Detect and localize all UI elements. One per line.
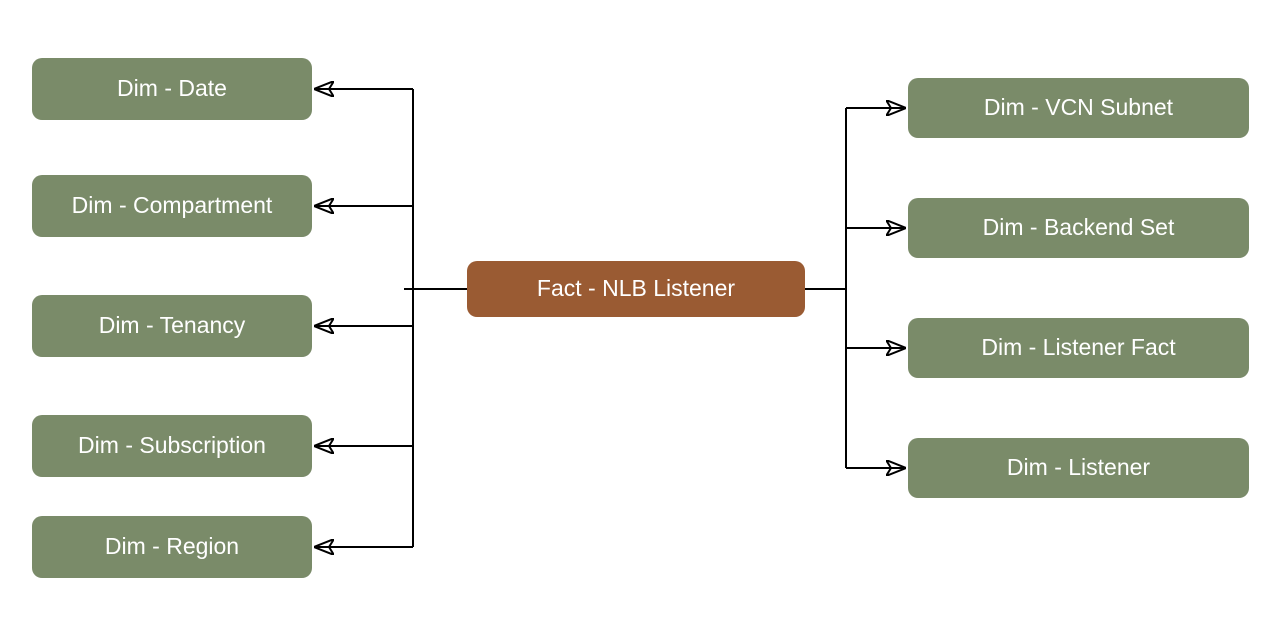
fact-nlb-listener-label: Fact - NLB Listener: [536, 275, 736, 302]
dim-compartment-label: Dim - Compartment: [71, 192, 273, 219]
dim-backend-set-node[interactable]: Dim - Backend Set: [908, 198, 1249, 258]
dim-compartment-node[interactable]: Dim - Compartment: [32, 175, 312, 237]
dim-date-node[interactable]: Dim - Date: [32, 58, 312, 120]
dim-subscription-node[interactable]: Dim - Subscription: [32, 415, 312, 477]
fact-nlb-listener-node[interactable]: Fact - NLB Listener: [467, 261, 805, 317]
dim-tenancy-node[interactable]: Dim - Tenancy: [32, 295, 312, 357]
dim-vcn-subnet-node[interactable]: Dim - VCN Subnet: [908, 78, 1249, 138]
dim-listener-fact-label: Dim - Listener Fact: [981, 334, 1176, 361]
dim-date-label: Dim - Date: [117, 75, 227, 102]
dim-region-node[interactable]: Dim - Region: [32, 516, 312, 578]
dim-listener-label: Dim - Listener: [1006, 454, 1151, 481]
dim-vcn-subnet-label: Dim - VCN Subnet: [983, 94, 1174, 121]
dim-listener-node[interactable]: Dim - Listener: [908, 438, 1249, 498]
dim-tenancy-label: Dim - Tenancy: [98, 312, 246, 339]
dim-subscription-label: Dim - Subscription: [78, 432, 266, 459]
dim-listener-fact-node[interactable]: Dim - Listener Fact: [908, 318, 1249, 378]
dim-region-label: Dim - Region: [104, 533, 240, 560]
dim-backend-set-label: Dim - Backend Set: [982, 214, 1175, 241]
